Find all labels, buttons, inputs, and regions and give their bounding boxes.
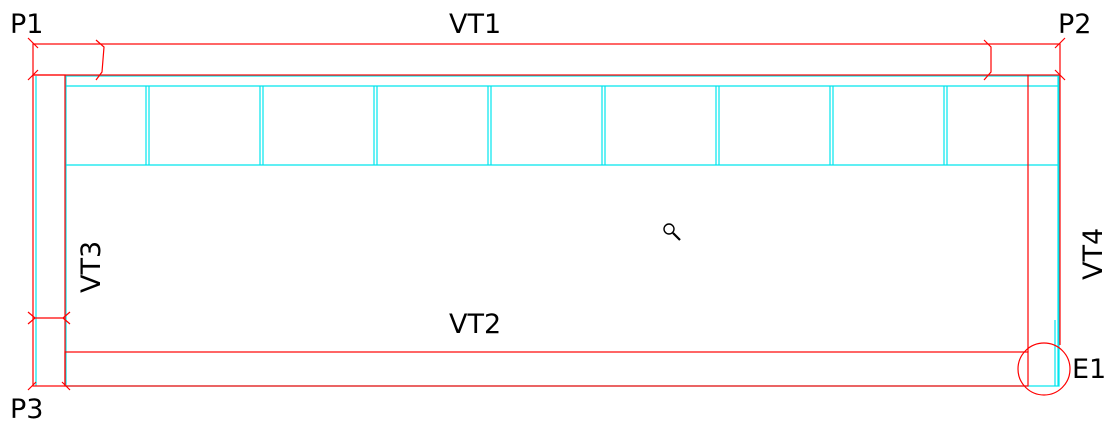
magnifier-icon (663, 223, 681, 241)
beam-vt2 (64, 351, 1029, 387)
beam-vt1 (32, 43, 1061, 76)
label-p1: P1 (10, 9, 43, 40)
beam-lines (27, 37, 1071, 396)
beam-vt3 (32, 74, 66, 387)
label-vt3: VT3 (76, 241, 107, 293)
slab-lines (35, 75, 1060, 387)
label-p3: P3 (10, 394, 43, 425)
slab-panel-dividers (145, 86, 948, 165)
label-e1: E1 (1072, 354, 1104, 385)
marker-e1-circle (1017, 342, 1071, 396)
label-p2: P2 (1058, 9, 1091, 40)
beam-vt1-start-mark (95, 39, 105, 81)
label-vt1: VT1 (449, 9, 501, 40)
beam-vt3-break-mark (27, 311, 71, 325)
label-vt4: VT4 (1078, 228, 1104, 280)
labels: P1 VT1 P2 VT2 P3 E1 VT3 VT4 (10, 9, 1104, 425)
label-vt2: VT2 (449, 309, 501, 340)
slab-outline (65, 75, 1060, 387)
beam-vt1-end-mark (983, 39, 992, 81)
